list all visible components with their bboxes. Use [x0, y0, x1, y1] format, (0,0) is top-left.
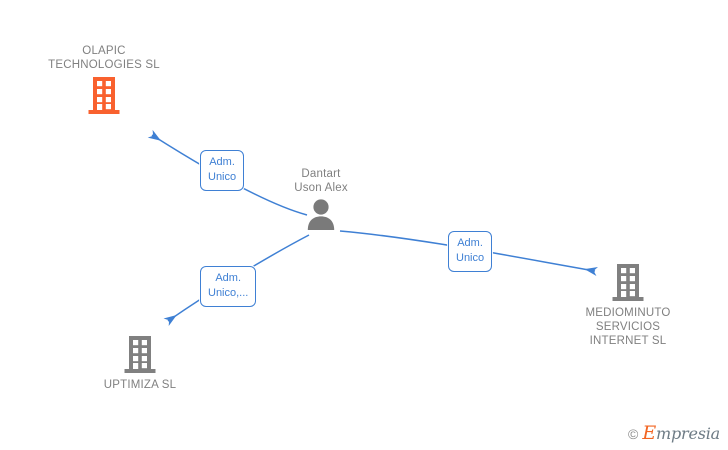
edge-label-mediominuto[interactable]: Adm. Unico: [448, 231, 493, 272]
building-icon: [88, 77, 120, 114]
building-icon: [124, 336, 156, 373]
building-icon: [612, 264, 644, 301]
node-olapic[interactable]: OLAPIC TECHNOLOGIES SL: [24, 44, 184, 115]
node-person-label: Dantart Uson Alex: [294, 168, 348, 194]
copyright-icon: ©: [628, 425, 639, 442]
edge-label-olapic[interactable]: Adm. Unico: [200, 150, 245, 191]
node-olapic-label: OLAPIC TECHNOLOGIES SL: [48, 45, 160, 71]
node-uptimiza[interactable]: UPTIMIZA SL: [60, 334, 220, 392]
node-person-dantart-uson-alex[interactable]: Dantart Uson Alex: [241, 167, 401, 230]
node-mediominuto-label: MEDIOMINUTO SERVICIOS INTERNET SL: [585, 307, 671, 347]
node-uptimiza-label: UPTIMIZA SL: [103, 379, 177, 391]
watermark-empresia: © Empresia: [628, 422, 720, 444]
brand-wordmark: Empresia: [642, 422, 720, 444]
brand-rest: mpresia: [656, 424, 720, 443]
brand-initial: E: [642, 422, 656, 444]
edge-label-uptimiza[interactable]: Adm. Unico,...: [200, 266, 257, 307]
node-mediominuto[interactable]: MEDIOMINUTO SERVICIOS INTERNET SL: [548, 262, 708, 348]
person-icon: [307, 199, 335, 230]
